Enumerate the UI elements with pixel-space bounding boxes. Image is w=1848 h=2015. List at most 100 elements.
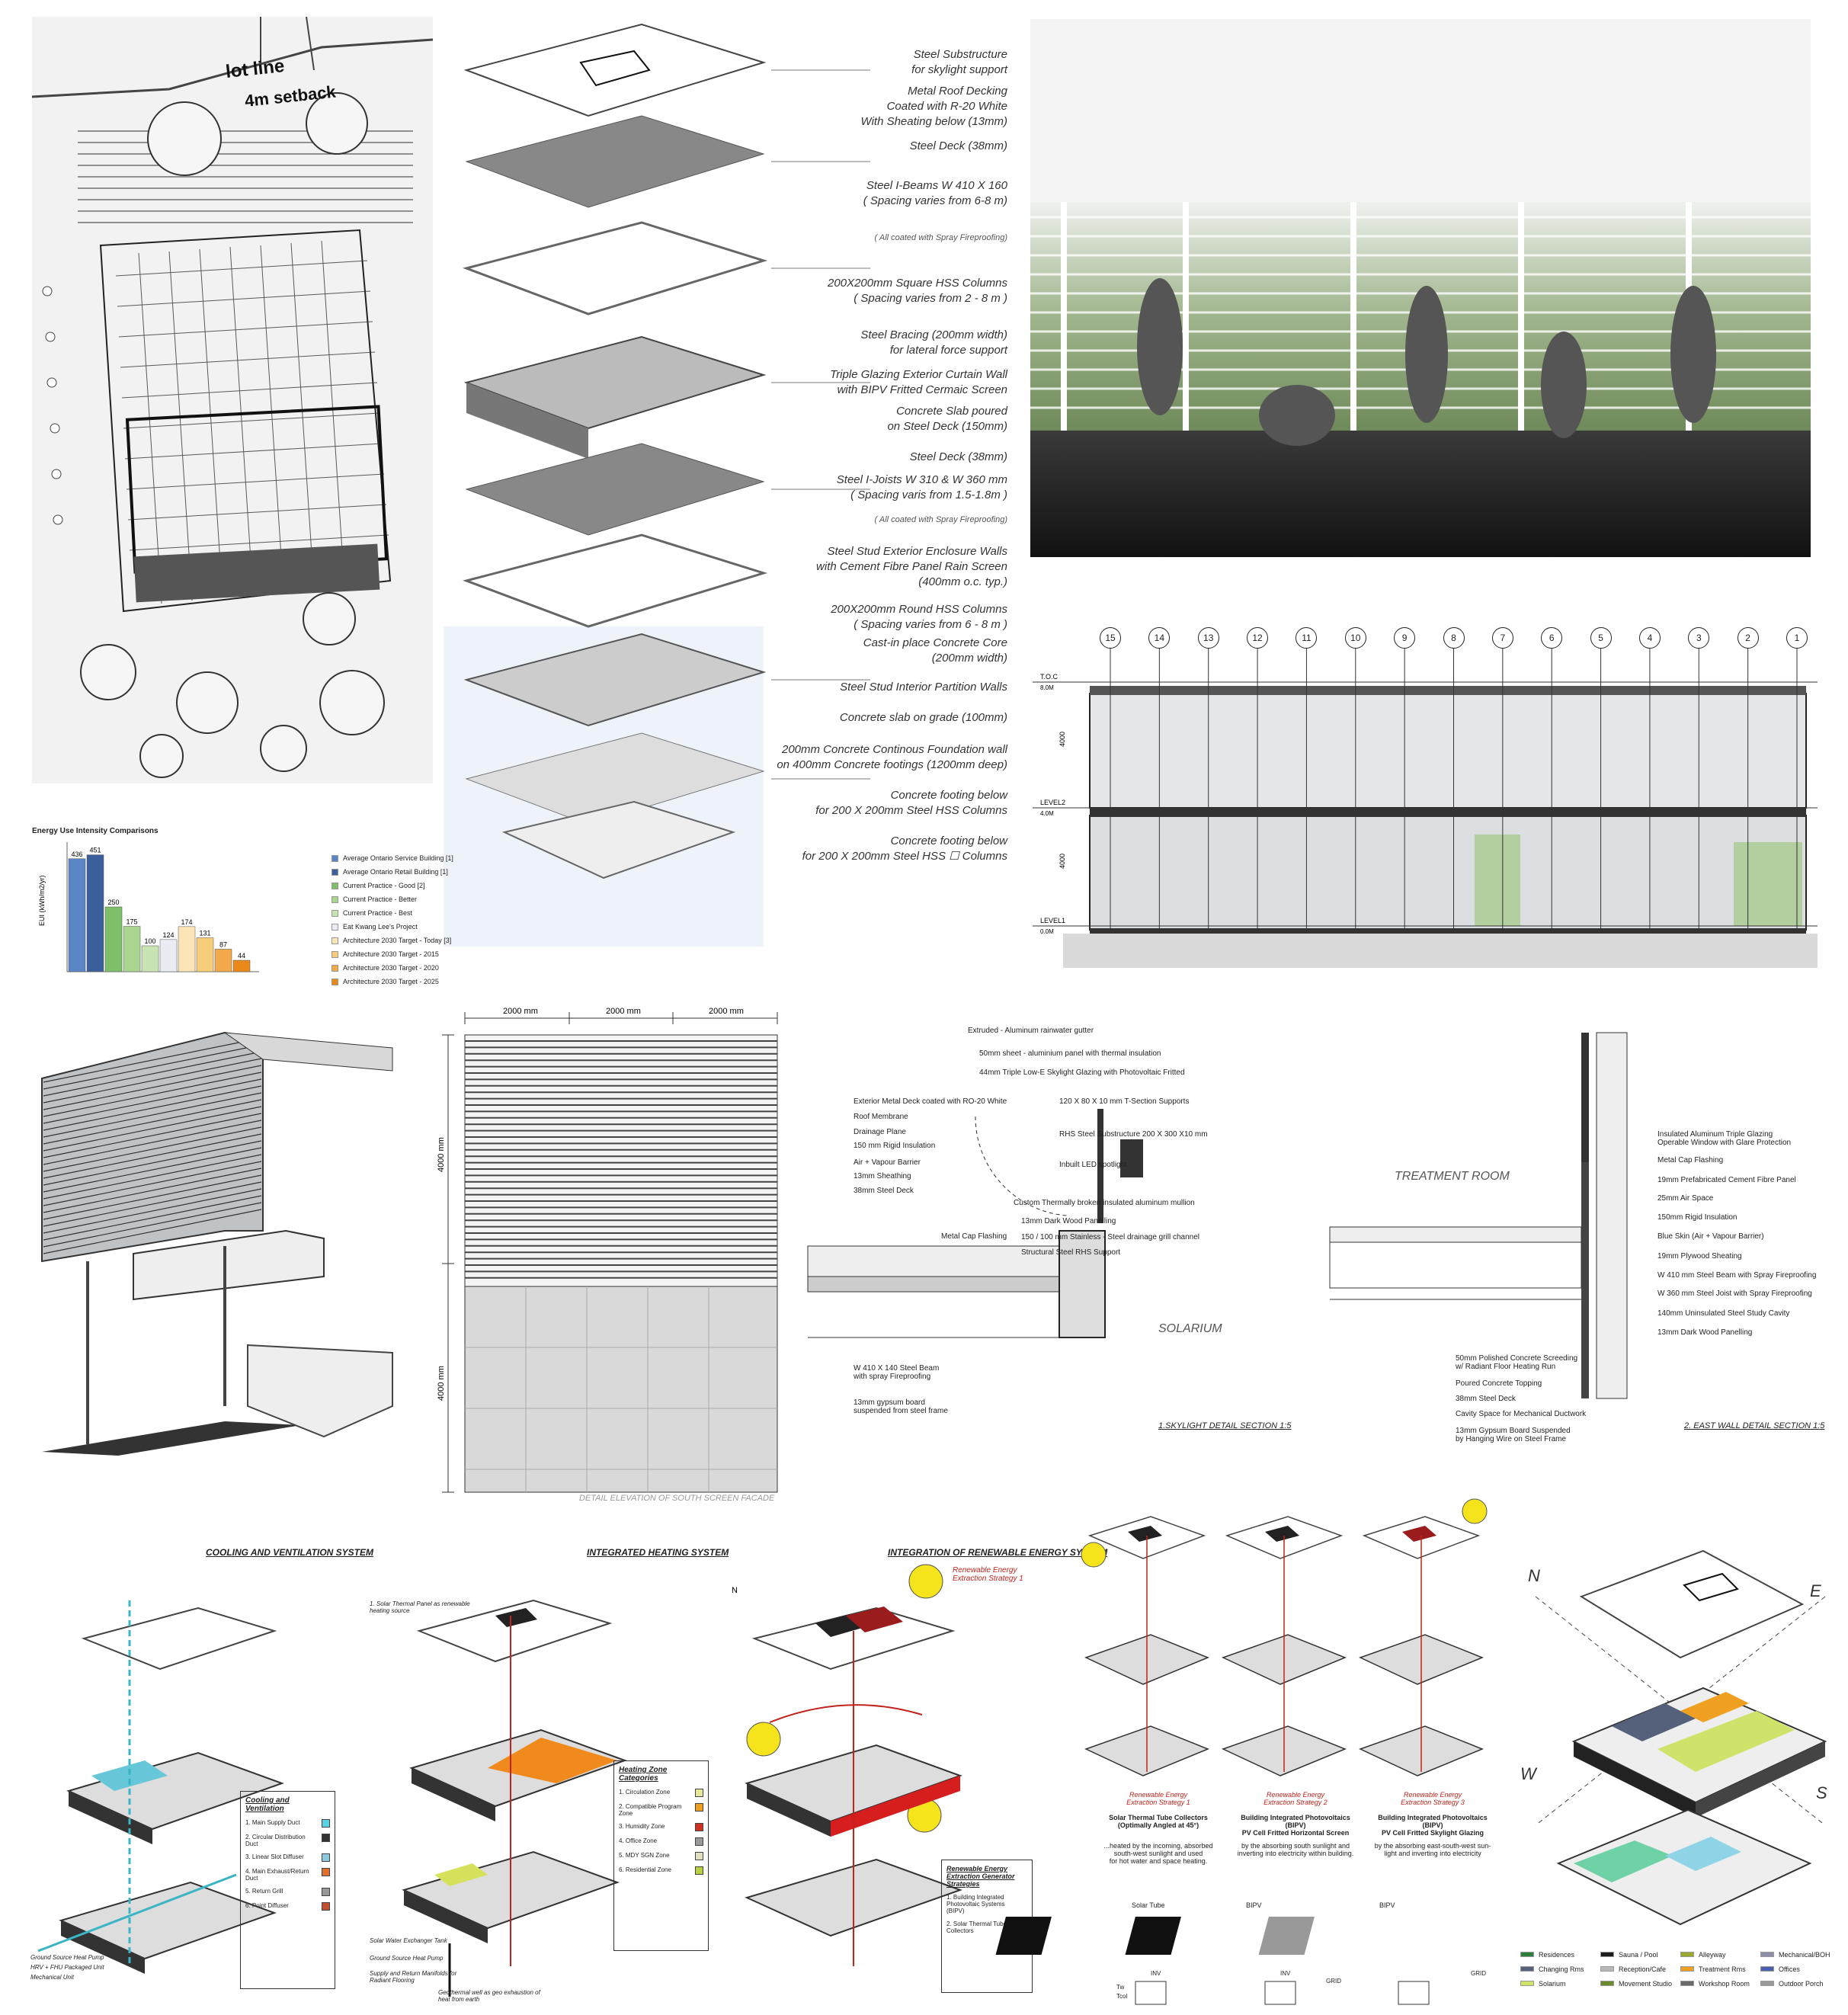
- louver: [43, 1106, 262, 1152]
- strategy-head: Renewable Energy Extraction Strategy 3: [1401, 1791, 1465, 1806]
- program-legend-label: Sauna / Pool: [1619, 1950, 1658, 1959]
- program-legend-item: Solarium: [1520, 1976, 1600, 1991]
- legend-row: 5. Return Grill: [245, 1888, 330, 1896]
- level-name: T.O.C: [1040, 673, 1059, 681]
- facade-dim-side-2: 4000 mm: [437, 1366, 446, 1401]
- chart-legend-swatch: [331, 868, 338, 876]
- skylight-label: 120 X 80 X 10 mm T-Section Supports: [1059, 1097, 1190, 1106]
- legend-row-label: 5. Return Grill: [245, 1888, 283, 1895]
- grid-bubble: 4: [1638, 627, 1661, 649]
- cooling-note: Ground Source Heat Pump: [30, 1954, 104, 1961]
- device-panel-icon: [1258, 1917, 1315, 1955]
- renewable-legend-box: Renewable Energy Extraction Generator St…: [941, 1860, 1033, 1993]
- chart-legend-label: Architecture 2030 Target - 2025: [343, 978, 439, 985]
- heating-note: 1. Solar Thermal Panel as renewable heat…: [370, 1600, 470, 1614]
- legend-row-label: 4. Main Exhaust/Return Duct: [245, 1868, 309, 1882]
- chart-legend-label: Current Practice - Better: [343, 895, 418, 903]
- legend-row-label: 2. Circular Distribution Duct: [245, 1834, 306, 1847]
- wall-room-label: TREATMENT ROOM: [1395, 1170, 1510, 1183]
- axo-label: Steel Deck (38mm): [909, 450, 1007, 463]
- program-legend-swatch: [1680, 1981, 1694, 1986]
- legend-row-swatch: [695, 1837, 703, 1846]
- program-legend-item: Treatment Rms: [1680, 1962, 1760, 1976]
- grid-bubble: 10: [1344, 627, 1366, 649]
- device-sub-label: GRID: [1471, 1970, 1486, 1977]
- strategy-panel: [1265, 1526, 1299, 1542]
- facade-dim-side-1: 4000 mm: [437, 1137, 446, 1172]
- axo-label: Steel Bracing (200mm width) for lateral …: [860, 328, 1007, 357]
- program-axo-drawing: [1535, 1549, 1827, 1926]
- facade-elevation-drawing: 2000 mm 2000 mm 2000 mm 4000 mm 4000 mm: [437, 1007, 778, 1493]
- skylight-label: 13mm Dark Wood Panelling: [1021, 1217, 1116, 1225]
- grid-bubble: 6: [1541, 627, 1563, 649]
- strategy-panel: [1402, 1526, 1436, 1542]
- facade-axo-drawing: [41, 1031, 393, 1456]
- wall-label: Insulated Aluminum Triple Glazing Operab…: [1657, 1130, 1792, 1147]
- legend-row: 1. Circulation Zone: [619, 1789, 703, 1797]
- renewable-compass-n: N: [732, 1586, 738, 1595]
- chart-legend-swatch: [331, 882, 338, 889]
- legend-row-swatch: [695, 1852, 703, 1860]
- program-legend-label: Offices: [1779, 1965, 1800, 1973]
- louver: [43, 1168, 262, 1213]
- skylight-detail-drawing: [807, 1109, 1143, 1338]
- grid-bubble: 5: [1590, 627, 1612, 649]
- program-legend-label: Solarium: [1539, 1979, 1566, 1988]
- chart-legend-label: Average Ontario Retail Building [1]: [343, 868, 448, 876]
- legend-row: 2. Circular Distribution Duct: [245, 1834, 330, 1847]
- legend-row-label: 1. Building Integrated Photovoltaic Syst…: [946, 1894, 1005, 1914]
- axo-label: Cast-in place Concrete Core (200mm width…: [863, 636, 1007, 665]
- cooling-note: HRV + FHU Packaged Unit: [30, 1964, 104, 1971]
- device-sub-label: GRID: [1326, 1978, 1341, 1985]
- device-label: BIPV: [1379, 1901, 1395, 1909]
- chart-legend-item: Architecture 2030 Target - 2025: [331, 975, 453, 988]
- chart-bar: [178, 926, 196, 972]
- legend-row: 4. Main Exhaust/Return Duct: [245, 1868, 330, 1882]
- chart-legend-swatch: [331, 950, 338, 958]
- legend-row-label: 1. Main Supply Duct: [245, 1819, 300, 1826]
- grid-bubble: 11: [1296, 627, 1318, 649]
- program-legend-swatch: [1520, 1981, 1534, 1986]
- skylight-label: 50mm sheet - aluminium panel with therma…: [979, 1049, 1161, 1058]
- program-legend-item: Movement Studio: [1600, 1976, 1680, 1991]
- legend-row-label: 6. Residential Zone: [619, 1866, 671, 1873]
- skylight-label: Air + Vapour Barrier: [854, 1158, 921, 1167]
- strategy-desc: by the absorbing south sunlight and inve…: [1237, 1842, 1354, 1857]
- chart-legend-item: Average Ontario Service Building [1]: [331, 851, 453, 865]
- chart-bar: [68, 858, 86, 972]
- chart-value-label: 44: [238, 952, 245, 959]
- grid-bubble: 12: [1247, 627, 1269, 649]
- legend-row-swatch: [322, 1853, 330, 1862]
- axo-label: Steel I-Joists W 310 & W 360 mm ( Spacin…: [836, 473, 1007, 501]
- grid-bubble: 2: [1737, 627, 1759, 649]
- chart-title: Energy Use Intensity Comparisons: [32, 827, 159, 835]
- chart-bar: [104, 906, 123, 972]
- facade-dim-3: 2000 mm: [709, 1007, 744, 1016]
- heating-note: Ground Source Heat Pump: [370, 1955, 444, 1962]
- level-elev: 4.0M: [1040, 810, 1054, 817]
- louver: [43, 1202, 262, 1248]
- legend-row-swatch: [695, 1866, 703, 1875]
- chart-legend-item: Average Ontario Retail Building [1]: [331, 865, 453, 879]
- louver: [43, 1072, 262, 1117]
- heating-note: Supply and Return Manifolds for Radiant …: [370, 1970, 457, 1984]
- strategy-panel: [1128, 1526, 1162, 1542]
- program-legend-label: Reception/Cafe: [1619, 1965, 1667, 1973]
- chart-legend-swatch: [331, 978, 338, 985]
- axo-label: Steel Deck (38mm): [909, 139, 1007, 152]
- chart-legend: Average Ontario Service Building [1] Aver…: [331, 851, 453, 988]
- heating-notes: 1. Solar Thermal Panel as renewable heat…: [370, 1547, 720, 2004]
- wall-label: W 360 mm Steel Joist with Spray Fireproo…: [1657, 1289, 1812, 1298]
- renewable-strategy-label: Renewable Energy Extraction Strategy 1: [953, 1566, 1023, 1583]
- interior-render-image: [1030, 19, 1811, 557]
- louver: [43, 1099, 262, 1145]
- legend-row-swatch: [322, 1902, 330, 1911]
- cooling-system: COOLING AND VENTILATION SYSTEM Cooling a…: [23, 1539, 373, 1997]
- renewable-axo-drawing: N: [732, 1564, 962, 1966]
- legend-row: 2. Compatible Program Zone: [619, 1803, 703, 1817]
- skylight-label: Structural Steel RHS Support: [1021, 1248, 1121, 1257]
